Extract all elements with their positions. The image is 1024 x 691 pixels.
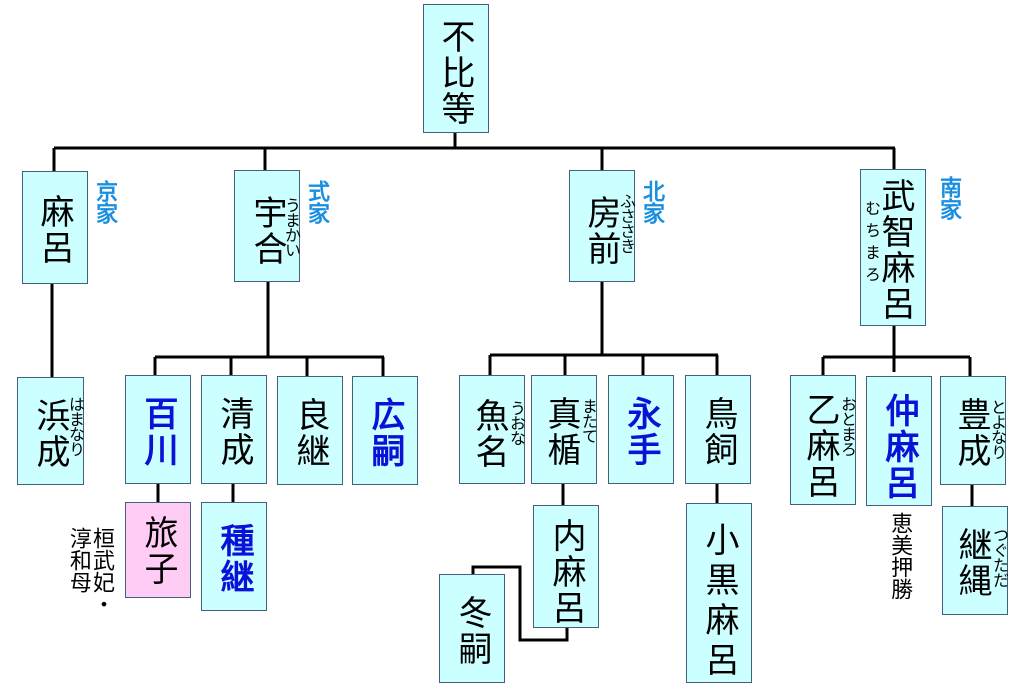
person-name: 麻呂 (34, 194, 74, 266)
person-box-fuyutsugu: 冬嗣 (439, 574, 505, 683)
person-box-yoshitsugu: 良継 (277, 376, 343, 485)
house-label-kyoke: 京家 (92, 180, 117, 224)
person-name: 永手 (621, 396, 661, 468)
person-box-toyonari: 豊成 とよなり (940, 376, 1007, 485)
person-name: 小黒麻呂 (699, 522, 739, 682)
person-reading: うおな (507, 400, 526, 445)
person-reading: とよなり (988, 399, 1007, 459)
person-box-uchimaro: 内麻呂 (533, 505, 599, 628)
person-reading: むちまろ (862, 200, 881, 288)
person-reading: ふささき (617, 193, 636, 253)
person-box-nakamaro: 仲麻呂 (866, 376, 932, 506)
person-note-tabiko: 桓武妃・淳和母 (65, 527, 114, 615)
person-name: 房前 (581, 195, 621, 267)
person-box-nagate: 永手 (608, 375, 674, 484)
person-note-emi-oshikatsu: 恵美押勝 (887, 512, 913, 600)
person-name: 宇合 (247, 195, 287, 267)
person-box-fusasaki: 房前 ふささき (569, 170, 636, 282)
person-box-maro: 麻呂 (22, 171, 88, 284)
connector (471, 565, 569, 642)
person-box-hamanari: 浜成 はまなり (17, 377, 85, 485)
person-name: 乙麻呂 (800, 392, 840, 500)
person-box-oguromaro: 小黒麻呂 (686, 503, 752, 683)
person-reading: はまなり (66, 396, 85, 456)
person-reading: おとまろ (838, 396, 857, 456)
person-box-tabiko: 旅子 (125, 502, 191, 598)
person-name: 武智麻呂 (875, 178, 915, 322)
person-box-tanetsugu: 種継 (201, 502, 267, 611)
person-reading: つぐただ (990, 527, 1009, 587)
person-box-fuhito: 不比等 (423, 4, 489, 133)
person-box-torikai: 鳥飼 (685, 375, 751, 484)
house-label-nanke: 南家 (936, 176, 961, 220)
person-name: 清成 (214, 396, 254, 468)
house-label-hokke: 北家 (639, 180, 664, 224)
person-name: 内麻呂 (546, 518, 586, 626)
person-box-umakai: 宇合 うまかい (234, 170, 301, 282)
person-reading: うまかい (282, 197, 301, 257)
person-box-uona: 魚名 うおな (459, 375, 526, 484)
person-name: 仲麻呂 (879, 393, 919, 501)
person-name: 浜成 (30, 398, 70, 470)
person-name: 継縄 (952, 527, 992, 599)
person-name: 広嗣 (365, 397, 405, 469)
person-name: 真楯 (541, 396, 581, 468)
person-name: 種継 (214, 523, 254, 595)
person-box-kiyonari: 清成 (201, 375, 267, 484)
house-label-shikike: 式家 (304, 180, 329, 224)
person-box-tsugutada: 継縄 つぐただ (942, 506, 1009, 615)
person-box-matate: 真楯 またて (531, 375, 598, 484)
person-box-otomaro: 乙麻呂 おとまろ (790, 375, 857, 505)
person-name: 百川 (138, 396, 178, 468)
person-name: 旅子 (138, 515, 178, 587)
person-reading: またて (579, 398, 598, 443)
person-name: 魚名 (469, 398, 509, 470)
person-name: 良継 (290, 397, 330, 469)
person-box-muchimaro: 武智麻呂 むちまろ (860, 169, 926, 326)
person-box-hirotsugu: 広嗣 (352, 376, 418, 485)
person-name: 不比等 (435, 19, 475, 127)
person-box-momokawa: 百川 (125, 375, 191, 484)
person-name: 冬嗣 (452, 595, 492, 667)
person-name: 豊成 (951, 397, 991, 469)
person-name: 鳥飼 (698, 396, 738, 468)
